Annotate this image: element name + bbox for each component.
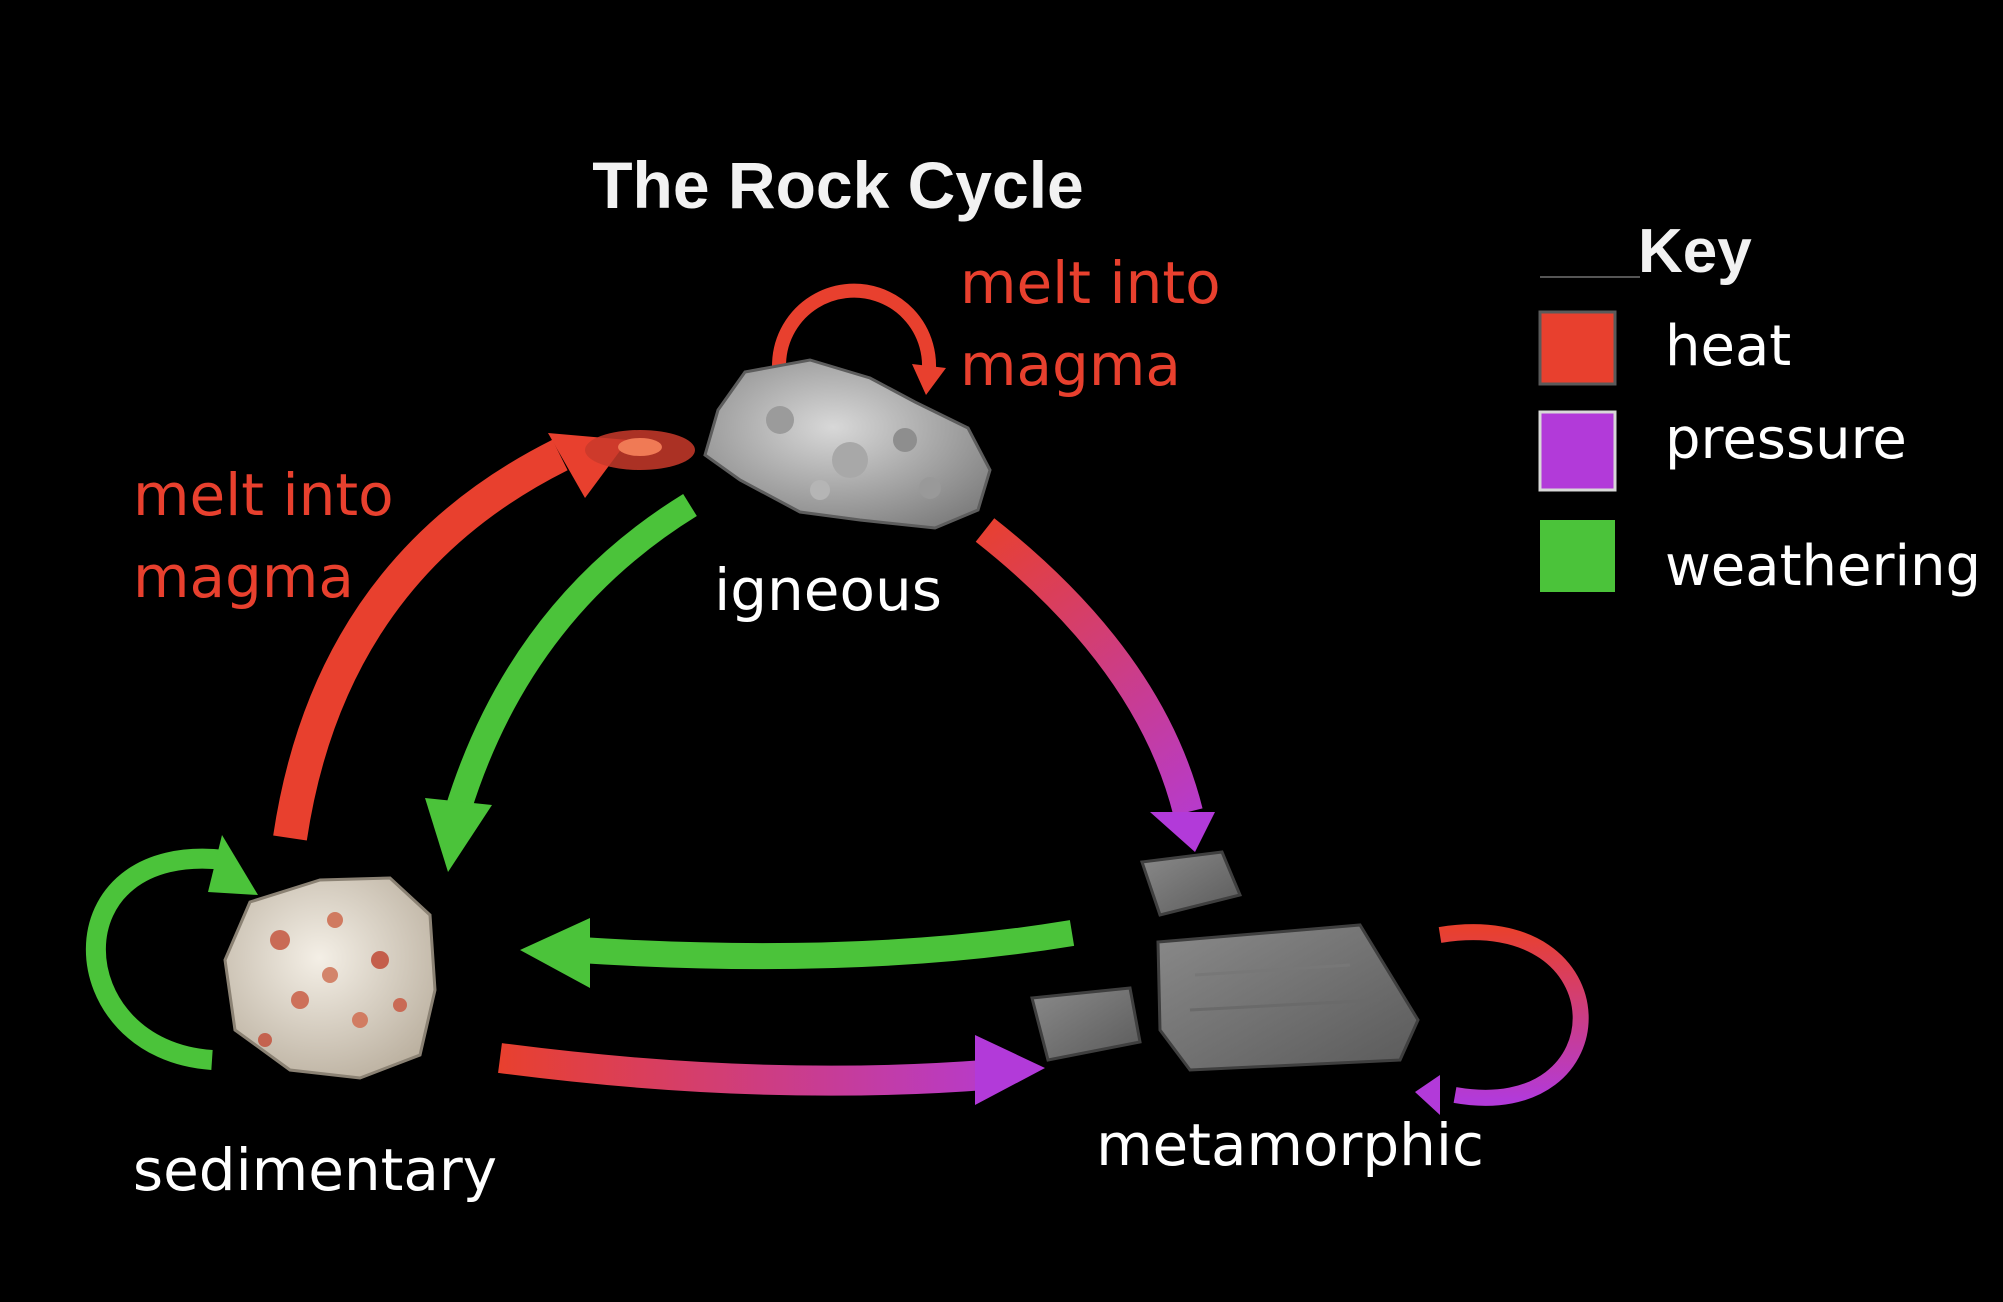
annotation-top-line2: magma	[960, 331, 1181, 399]
metamorphic-rock-top	[1139, 850, 1243, 917]
legend: Key heat pressure weathering	[1538, 217, 1981, 599]
legend-label-heat: heat	[1665, 314, 1791, 379]
igneous-rock	[703, 358, 992, 530]
legend-swatch-heat	[1538, 310, 1617, 386]
diagram-title: The Rock Cycle	[592, 148, 1084, 222]
metamorphic-label: metamorphic	[1096, 1111, 1484, 1179]
legend-label-pressure: pressure	[1665, 407, 1907, 472]
legend-swatch-pressure	[1538, 410, 1617, 492]
igneous-label: igneous	[714, 556, 942, 624]
legend-label-weathering: weathering	[1665, 534, 1981, 599]
sedimentary-rock	[223, 876, 437, 1080]
pressure-arrow-igneous-to-meta	[975, 518, 1215, 852]
metamorphic-rock-large	[1156, 923, 1420, 1072]
heat-loop-igneous	[772, 283, 946, 398]
sedimentary-label: sedimentary	[133, 1136, 497, 1204]
weathering-loop-sedimentary	[85, 835, 258, 1070]
weathering-arrow-meta-to-sed	[520, 918, 1075, 988]
annotation-top-line1: melt into	[960, 249, 1221, 317]
metamorphic-rock-small	[1030, 986, 1142, 1062]
annotation-left-line1: melt into	[133, 461, 394, 529]
annotation-left-line2: magma	[133, 543, 354, 611]
legend-heading: Key	[1638, 217, 1752, 286]
pressure-loop-metamorphic	[1415, 924, 1589, 1115]
pressure-arrow-sed-to-meta	[498, 1035, 1045, 1105]
magma-splash	[585, 430, 695, 470]
legend-swatch-weathering	[1540, 520, 1615, 592]
weathering-arrow-igneous-to-sed	[425, 493, 697, 872]
